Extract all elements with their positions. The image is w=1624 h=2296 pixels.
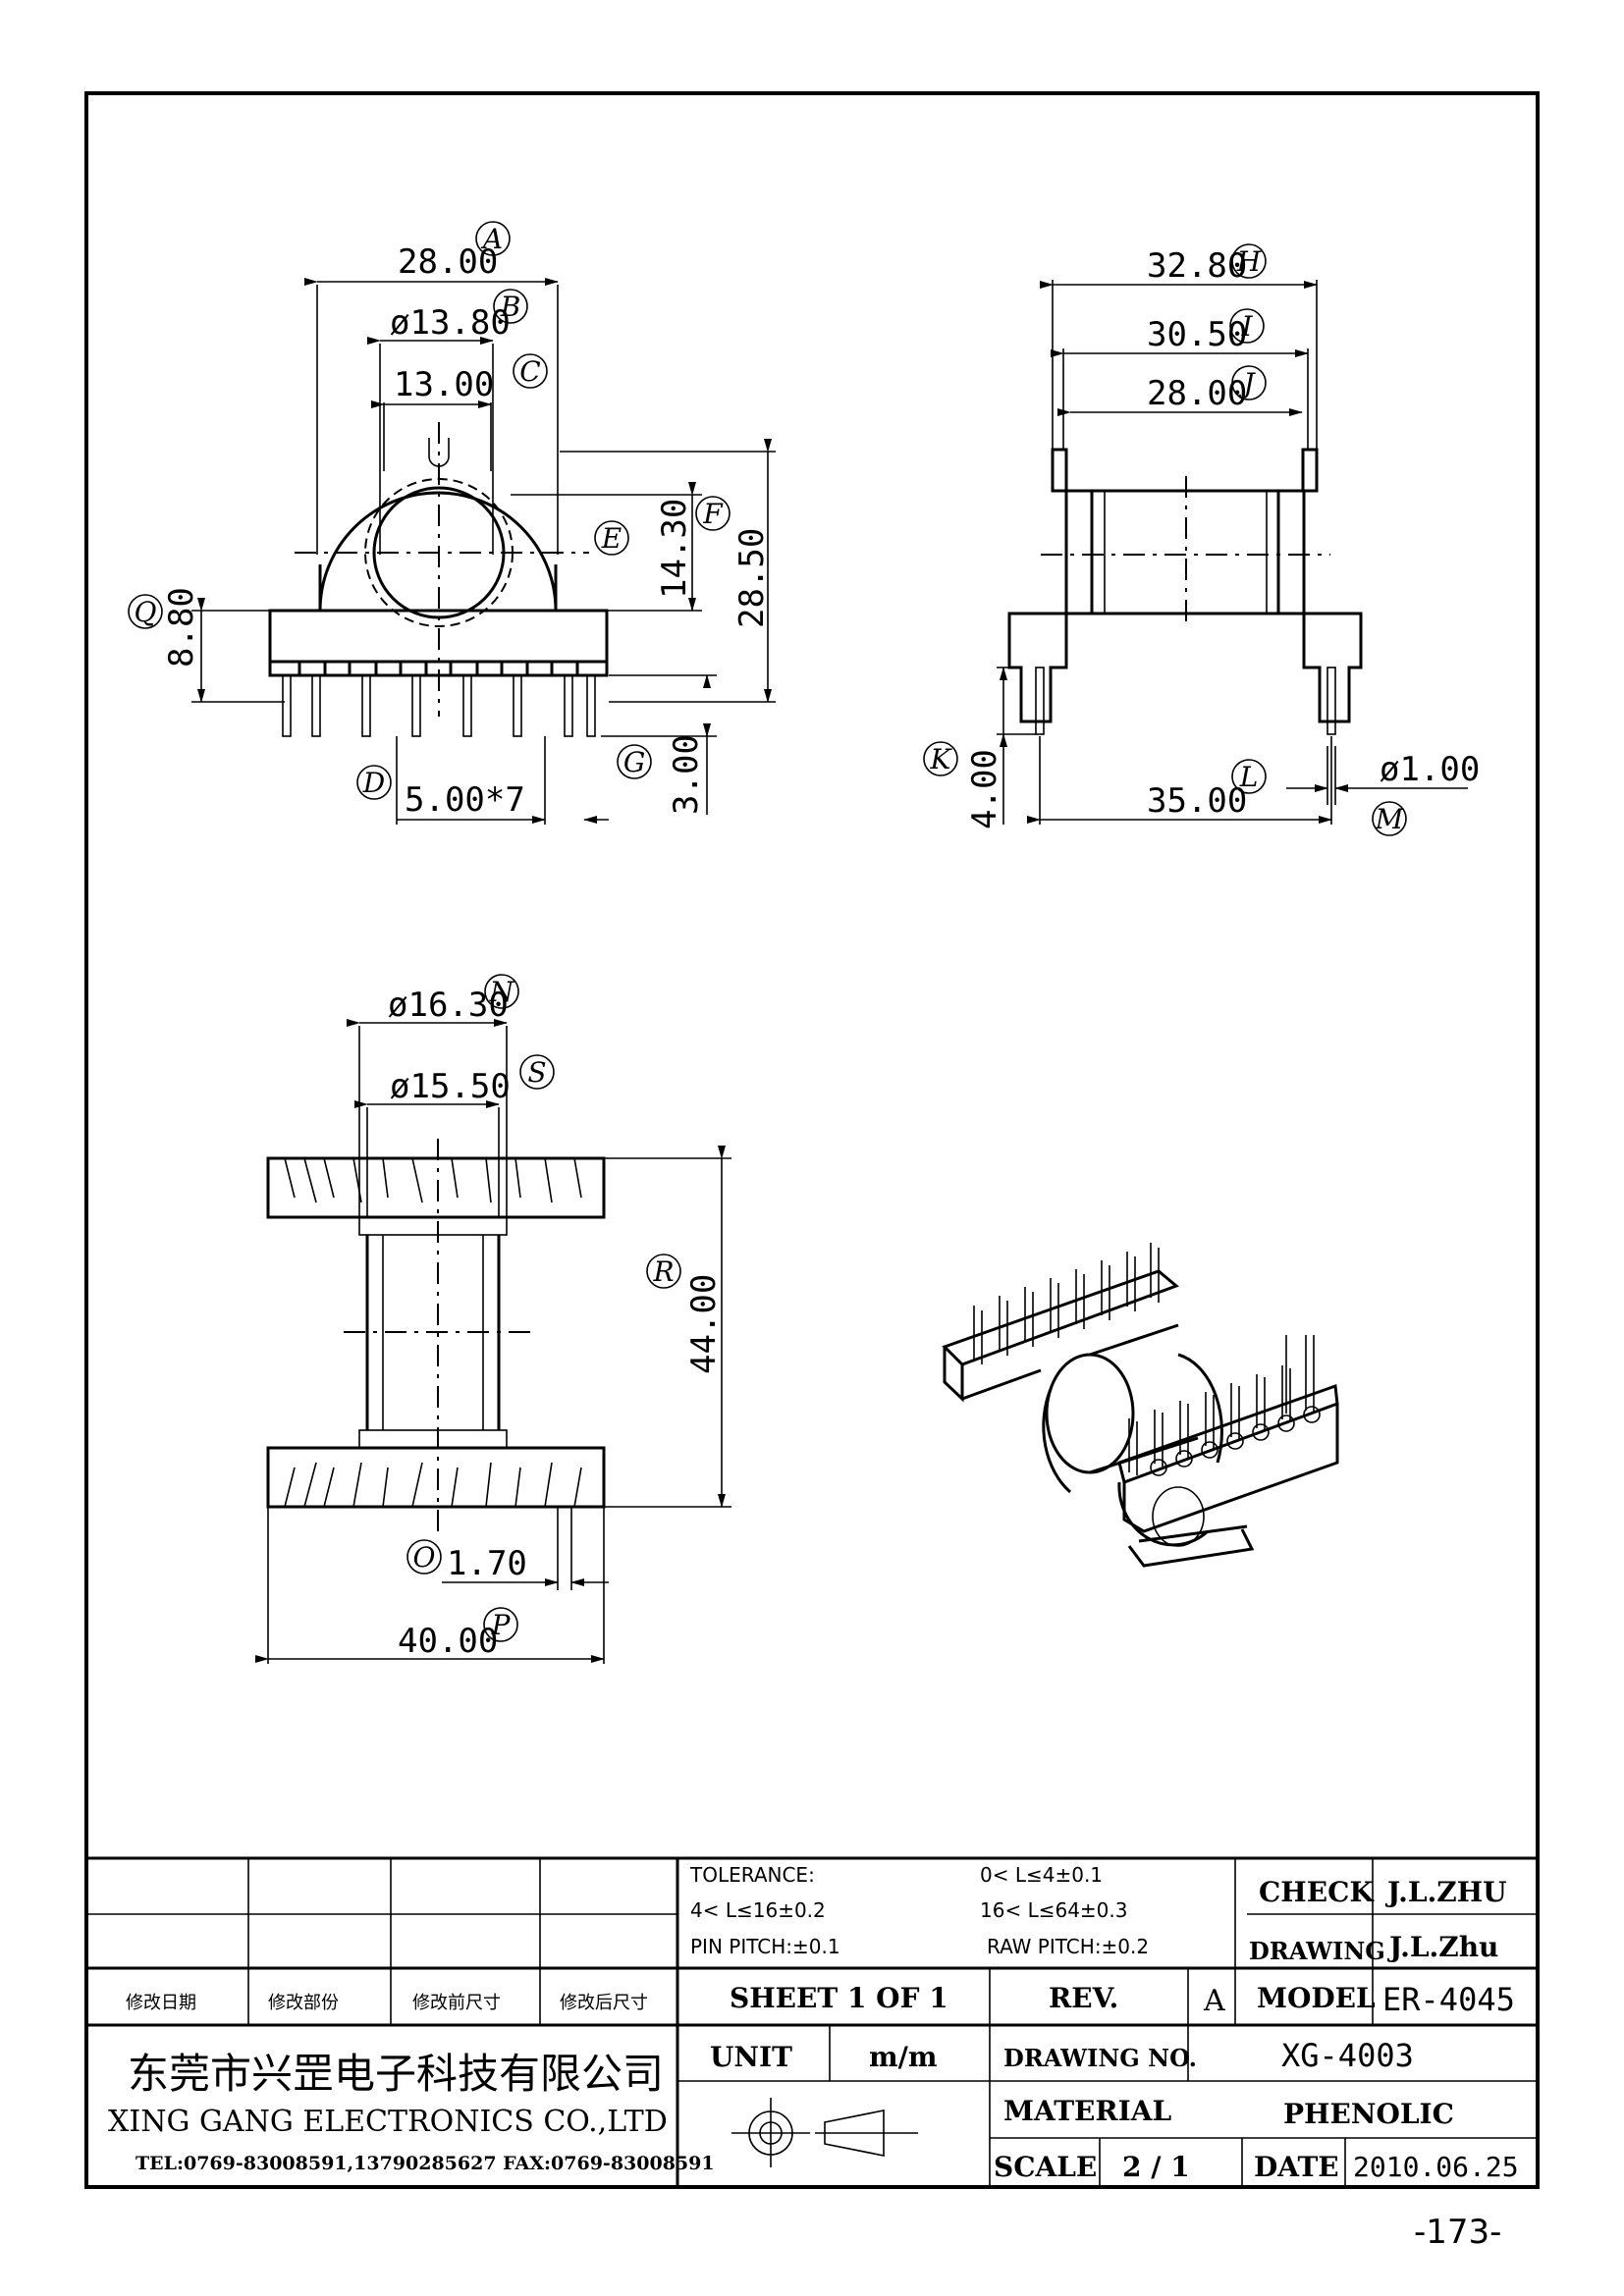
model-value: ER-4045 <box>1382 1981 1515 2018</box>
label-g: G <box>623 746 645 778</box>
rev-col-before: 修改前尺寸 <box>412 1993 501 2013</box>
label-r: R <box>652 1255 674 1288</box>
model-label: MODEL <box>1257 1982 1376 2014</box>
tolerance-3: 16< L≤64±0.3 <box>980 1898 1127 1922</box>
page-number: -173- <box>1414 2213 1501 2252</box>
rev-value: A <box>1203 1984 1225 2018</box>
material-label: MATERIAL <box>1003 2095 1171 2127</box>
isometric-view <box>942 1243 1339 1568</box>
dim-s-text: ø15.50 <box>390 1067 511 1106</box>
label-s: S <box>527 1056 546 1089</box>
check-label: CHECK <box>1259 1876 1375 1908</box>
label-d: D <box>362 767 385 799</box>
material-value: PHENOLIC <box>1283 2098 1454 2130</box>
dim-c-text: 13.00 <box>394 365 494 404</box>
date-label: DATE <box>1254 2151 1339 2183</box>
company-tel: TEL:0769-83008591,13790285627 FAX:0769-8… <box>135 2153 715 2174</box>
top-view: 28.00 A ø13.80 B 13.00 C 28.50 F 14.30 E <box>128 221 776 825</box>
label-n: N <box>489 976 515 1008</box>
label-e: E <box>601 522 622 555</box>
dim-l-text: 35.00 <box>1147 781 1247 821</box>
company-cn: 东莞市兴罡电子科技有限公司 <box>128 2050 664 2098</box>
title-block: TOLERANCE: 0< L≤4±0.1 4< L≤16±0.2 16< L≤… <box>86 1856 1538 2187</box>
rev-col-part: 修改部份 <box>268 1993 339 2013</box>
dim-h-text: 32.80 <box>1147 246 1247 286</box>
rev-col-date: 修改日期 <box>126 1993 196 2013</box>
label-i: I <box>1240 310 1253 343</box>
projection-symbol <box>731 2098 918 2167</box>
label-c: C <box>519 355 540 388</box>
drawing-no-label: DRAWING NO. <box>1003 2044 1197 2072</box>
scale-label: SCALE <box>994 2151 1097 2183</box>
dim-k-text: 4.00 <box>965 749 1004 829</box>
dim-d-text: 5.00*7 <box>405 780 525 820</box>
pin-pitch: PIN PITCH:±0.1 <box>690 1935 840 1958</box>
label-m: M <box>1375 803 1405 835</box>
check-value: J.L.ZHU <box>1384 1876 1507 1908</box>
dim-n-text: ø16.30 <box>388 986 509 1025</box>
drawing-value: J.L.Zhu <box>1386 1931 1498 1963</box>
label-h: H <box>1236 245 1262 278</box>
label-f: F <box>702 498 724 530</box>
label-k: K <box>930 743 953 775</box>
label-l: L <box>1239 761 1259 793</box>
label-j: J <box>1238 367 1256 400</box>
dim-b-text: ø13.80 <box>390 303 511 343</box>
label-q: Q <box>135 596 157 628</box>
dim-m-text: ø1.00 <box>1380 750 1480 789</box>
company-en: XING GANG ELECTRONICS CO.,LTD <box>108 2105 668 2139</box>
unit-value: m/m <box>869 2041 937 2073</box>
label-o: O <box>413 1541 436 1574</box>
dim-q-text: 8.80 <box>162 587 201 667</box>
dim-g-text: 3.00 <box>667 734 706 815</box>
unit-label: UNIT <box>710 2041 792 2073</box>
dim-p-text: 40.00 <box>398 1622 498 1661</box>
drawing-no-value: XG-4003 <box>1281 2037 1414 2074</box>
dim-e-text: 14.30 <box>655 499 694 599</box>
drawing-label: DRAWING <box>1249 1937 1385 1965</box>
label-b: B <box>500 291 521 323</box>
drawing-frame <box>84 91 1540 2189</box>
dim-f-text: 28.50 <box>732 528 772 628</box>
front-view: ø16.30 N ø15.50 S 44.00 R 1.70 O 40.00 P <box>255 974 731 1664</box>
dim-o-text: 1.70 <box>447 1544 527 1583</box>
date-value: 2010.06.25 <box>1353 2151 1519 2183</box>
dim-j-text: 28.00 <box>1147 374 1247 413</box>
scale-value: 2 / 1 <box>1122 2151 1190 2183</box>
dim-r-text: 44.00 <box>684 1274 724 1374</box>
label-p: P <box>491 1609 512 1641</box>
tolerance-2: 4< L≤16±0.2 <box>690 1898 826 1922</box>
dim-a-text: 28.00 <box>398 242 498 282</box>
rev-label: REV. <box>1049 1982 1118 2014</box>
tolerance-1: 0< L≤4±0.1 <box>980 1863 1103 1887</box>
side-view: 32.80 H 30.50 I 28.00 J 4.00 K 35.00 L <box>923 243 1480 836</box>
sheet-text: SHEET 1 OF 1 <box>730 1982 948 2014</box>
tolerance-label: TOLERANCE: <box>689 1863 815 1887</box>
raw-pitch: RAW PITCH:±0.2 <box>987 1935 1149 1958</box>
label-a: A <box>480 223 503 255</box>
rev-col-after: 修改后尺寸 <box>560 1993 648 2013</box>
